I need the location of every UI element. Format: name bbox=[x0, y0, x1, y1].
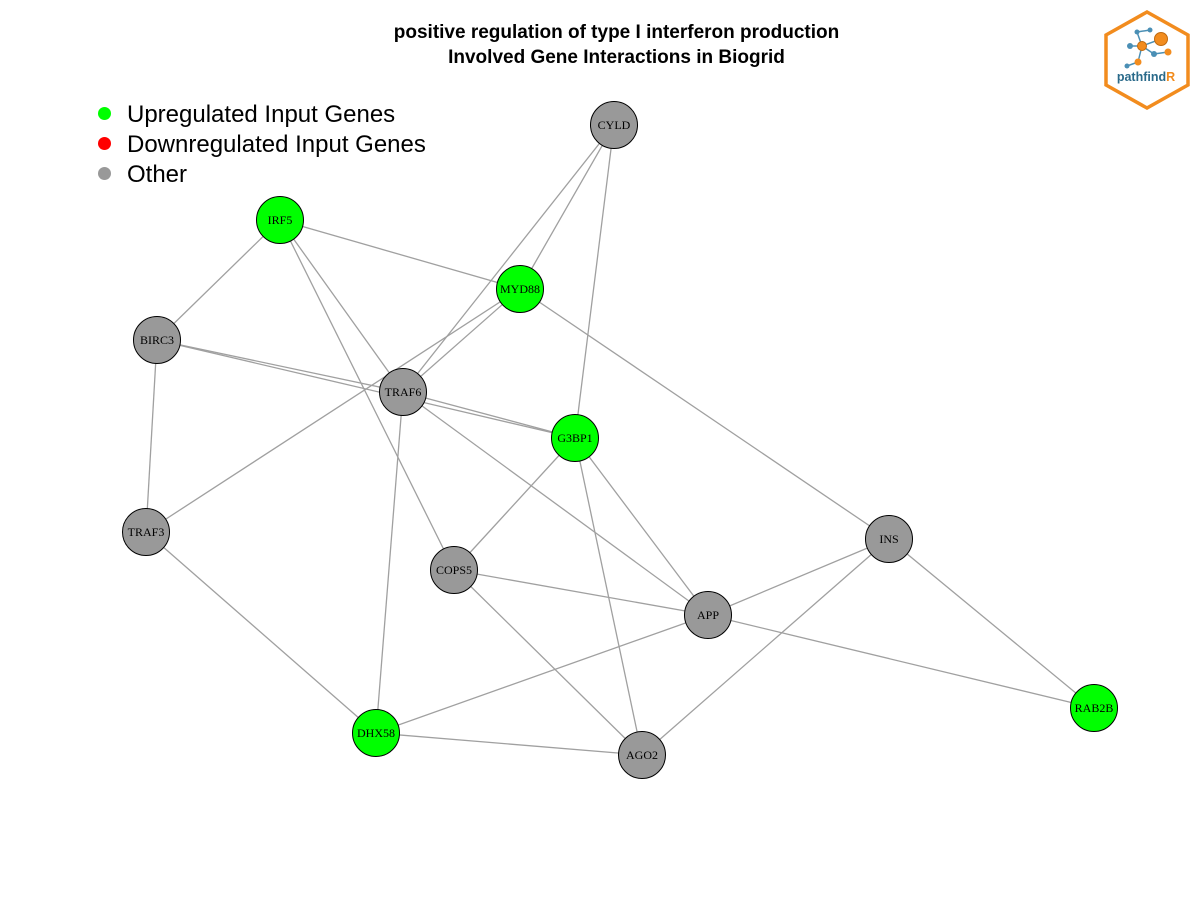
title-line-2: Involved Gene Interactions in Biogrid bbox=[448, 47, 785, 68]
node-ago2: AGO2 bbox=[618, 731, 666, 779]
node-label-dhx58: DHX58 bbox=[357, 726, 395, 740]
edge-dhx58-ago2 bbox=[375, 732, 643, 756]
edge-g3bp1-app bbox=[574, 437, 709, 616]
node-label-birc3: BIRC3 bbox=[140, 333, 174, 347]
legend-item-upregulated: Upregulated Input Genes bbox=[98, 100, 426, 130]
node-circle-ins bbox=[865, 515, 913, 563]
legend: Upregulated Input Genes Downregulated In… bbox=[98, 100, 426, 190]
edge-ins-ago2 bbox=[641, 538, 890, 756]
edge-myd88-traf3 bbox=[145, 288, 521, 533]
legend-label-other: Other bbox=[127, 161, 188, 188]
node-circle-app bbox=[684, 591, 732, 639]
edge-traf6-app bbox=[402, 391, 709, 616]
node-label-traf3: TRAF3 bbox=[128, 525, 165, 539]
node-circle-rab2b bbox=[1070, 684, 1118, 732]
edge-app-rab2b bbox=[707, 614, 1095, 709]
node-circle-ago2 bbox=[618, 731, 666, 779]
edge-birc3-g3bp1 bbox=[156, 339, 576, 439]
node-circle-cops5 bbox=[430, 546, 478, 594]
node-birc3: BIRC3 bbox=[133, 316, 181, 364]
node-circle-irf5 bbox=[256, 196, 304, 244]
node-rab2b: RAB2B bbox=[1070, 684, 1118, 732]
legend-item-downregulated: Downregulated Input Genes bbox=[98, 130, 426, 160]
edge-cyld-myd88 bbox=[519, 124, 615, 290]
edge-myd88-traf6 bbox=[402, 288, 521, 393]
pathfindr-logo: pathfindR bbox=[1104, 10, 1190, 110]
diagram-title: positive regulation of type I interferon… bbox=[0, 20, 1200, 70]
node-myd88: MYD88 bbox=[496, 265, 544, 313]
node-label-traf6: TRAF6 bbox=[385, 385, 422, 399]
node-label-g3bp1: G3BP1 bbox=[557, 431, 592, 445]
node-circle-cyld bbox=[590, 101, 638, 149]
node-circle-birc3 bbox=[133, 316, 181, 364]
node-app: APP bbox=[684, 591, 732, 639]
edge-cyld-traf6 bbox=[402, 124, 615, 393]
node-circle-traf3 bbox=[122, 508, 170, 556]
legend-label-upregulated: Upregulated Input Genes bbox=[127, 101, 396, 128]
node-irf5: IRF5 bbox=[256, 196, 304, 244]
legend-dot-upregulated bbox=[98, 106, 111, 120]
edge-app-dhx58 bbox=[375, 614, 709, 734]
legend-label-downregulated: Downregulated Input Genes bbox=[127, 131, 426, 158]
edge-birc3-traf3 bbox=[145, 339, 158, 533]
edge-g3bp1-ago2 bbox=[574, 437, 643, 756]
node-dhx58: DHX58 bbox=[352, 709, 400, 757]
node-circle-myd88 bbox=[496, 265, 544, 313]
node-cyld: CYLD bbox=[590, 101, 638, 149]
node-label-myd88: MYD88 bbox=[500, 282, 540, 296]
edge-traf6-dhx58 bbox=[375, 391, 404, 734]
edge-g3bp1-cops5 bbox=[453, 437, 576, 571]
edge-cops5-app bbox=[453, 569, 709, 616]
node-label-rab2b: RAB2B bbox=[1075, 701, 1114, 715]
node-label-cyld: CYLD bbox=[598, 118, 631, 132]
logo-hexagon bbox=[1104, 10, 1190, 110]
node-circle-dhx58 bbox=[352, 709, 400, 757]
node-label-irf5: IRF5 bbox=[268, 213, 293, 227]
edge-birc3-traf6 bbox=[156, 339, 404, 393]
node-cops5: COPS5 bbox=[430, 546, 478, 594]
node-traf3: TRAF3 bbox=[122, 508, 170, 556]
logo-network-nodes bbox=[1124, 27, 1172, 69]
node-label-app: APP bbox=[697, 608, 719, 622]
node-label-cops5: COPS5 bbox=[436, 563, 472, 577]
edge-ins-rab2b bbox=[888, 538, 1095, 709]
legend-dot-other bbox=[98, 166, 111, 180]
node-circle-traf6 bbox=[379, 368, 427, 416]
title-line-1: positive regulation of type I interferon… bbox=[393, 22, 840, 43]
edge-cyld-g3bp1 bbox=[574, 124, 615, 439]
node-circle-g3bp1 bbox=[551, 414, 599, 462]
node-g3bp1: G3BP1 bbox=[551, 414, 599, 462]
node-label-ins: INS bbox=[879, 532, 898, 546]
edge-app-ins bbox=[707, 538, 890, 616]
edge-cops5-ago2 bbox=[453, 569, 643, 756]
edge-irf5-birc3 bbox=[156, 219, 281, 341]
edge-irf5-cops5 bbox=[279, 219, 455, 571]
node-label-ago2: AGO2 bbox=[626, 748, 658, 762]
edge-traf3-dhx58 bbox=[145, 531, 377, 734]
edge-irf5-myd88 bbox=[279, 219, 521, 290]
edges-layer bbox=[145, 124, 1095, 756]
edge-traf6-g3bp1 bbox=[402, 391, 576, 439]
node-ins: INS bbox=[865, 515, 913, 563]
node-traf6: TRAF6 bbox=[379, 368, 427, 416]
edge-irf5-traf6 bbox=[279, 219, 404, 393]
legend-dot-downregulated bbox=[98, 136, 111, 150]
legend-item-other: Other bbox=[98, 160, 426, 190]
edge-myd88-ins bbox=[519, 288, 890, 540]
logo-text: pathfindR bbox=[1117, 70, 1175, 84]
